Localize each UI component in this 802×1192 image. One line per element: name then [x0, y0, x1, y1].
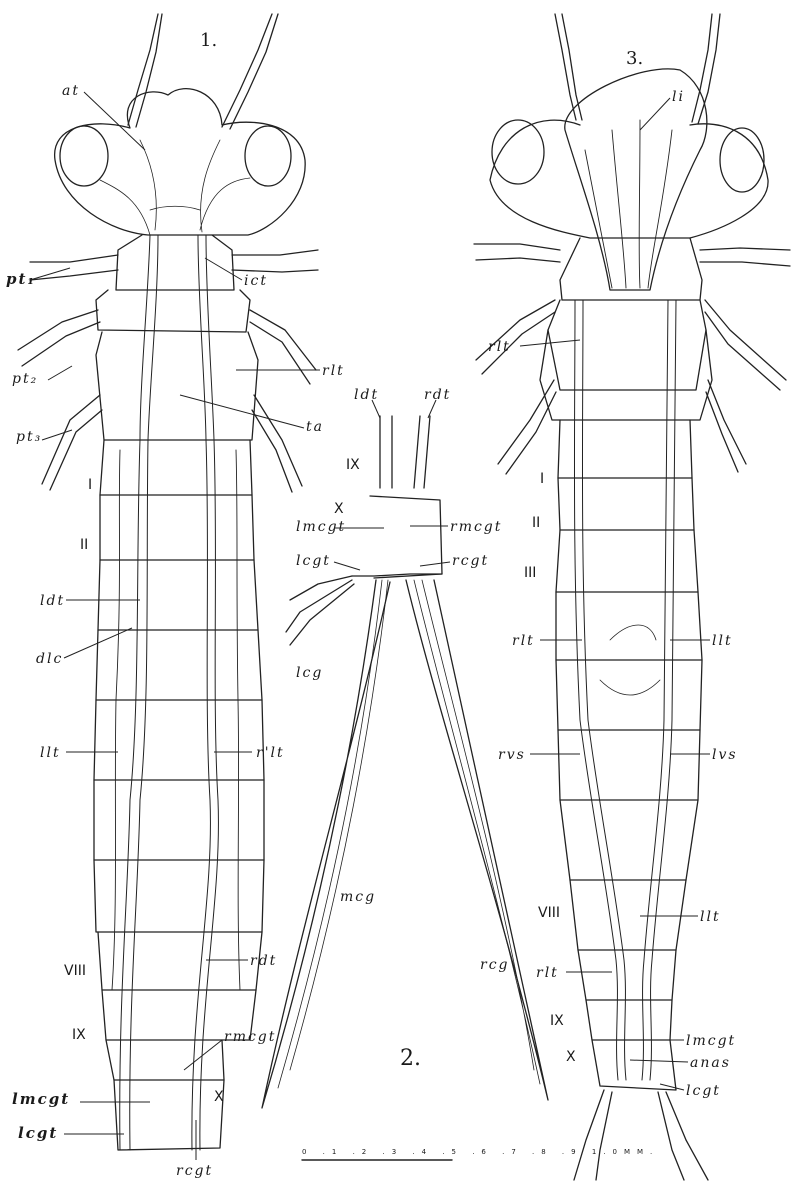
figure-number-2: 2.: [400, 1048, 421, 1070]
fig1-segment-10: X: [214, 1090, 224, 1104]
label-ldt-fig2: ldt: [354, 388, 379, 402]
fig1-segment-8: VIII: [64, 964, 86, 978]
fig2-segment-9: IX: [346, 458, 360, 472]
label-pt1: pt₁: [6, 272, 36, 287]
fig1-segment-1: I: [88, 478, 92, 492]
figure-number-1: 1.: [200, 32, 217, 50]
label-lcg: lcg: [296, 666, 323, 680]
label-lcgt-fig1: lcgt: [18, 1126, 58, 1141]
label-lcgt-fig3: lcgt: [686, 1084, 721, 1098]
label-llt-fig3-low: llt: [700, 910, 721, 924]
fig3-segment-10: X: [566, 1050, 576, 1064]
label-at: at: [62, 84, 80, 98]
label-lmcgt-fig2: lmcgt: [296, 520, 346, 534]
label-lmcgt-fig1: lmcgt: [12, 1092, 70, 1107]
label-rlt-fig3-mid: rlt: [512, 634, 535, 648]
label-lmcgt-fig3: lmcgt: [686, 1034, 736, 1048]
label-rdt-fig1: rdt: [250, 954, 277, 968]
label-llt-fig3-mid: llt: [712, 634, 733, 648]
label-mcg: mcg: [340, 890, 376, 904]
label-ta: ta: [306, 420, 324, 434]
fig1-segment-9: IX: [72, 1028, 86, 1042]
label-llt-fig1: llt: [40, 746, 61, 760]
fig1-larva: [18, 14, 318, 1150]
label-dlc: dlc: [36, 652, 63, 666]
figure-number-3: 3.: [626, 50, 643, 68]
label-rmcgt-fig2: rmcgt: [450, 520, 502, 534]
label-rmcgt-fig1: rmcgt: [224, 1030, 276, 1044]
fig1-segment-2: II: [80, 538, 88, 552]
label-anas: anas: [690, 1056, 731, 1070]
fig3-segment-2: II: [532, 516, 540, 530]
label-ldt-fig1: ldt: [40, 594, 65, 608]
label-li: li: [672, 90, 685, 104]
fig3-segment-1: I: [540, 472, 544, 486]
label-rcgt-fig1: rcgt: [176, 1164, 213, 1178]
fig3-larva: [474, 14, 790, 1180]
label-rcg: rcg: [480, 958, 510, 972]
label-pt3: pt₃: [16, 430, 42, 444]
label-lvs: lvs: [712, 748, 738, 762]
label-rcgt-fig2: rcgt: [452, 554, 489, 568]
fig3-segment-9: IX: [550, 1014, 564, 1028]
fig3-segment-8: VIII: [538, 906, 560, 920]
fig2-segment-10: X: [334, 502, 344, 516]
label-rlt-fig3-low: rlt: [536, 966, 559, 980]
fig3-segment-3: III: [524, 566, 536, 580]
label-pt2: pt₂: [12, 372, 38, 386]
label-rlt: rlt: [322, 364, 345, 378]
label-rlt-fig3-top: rlt: [488, 340, 511, 354]
label-rplt: r'lt: [256, 746, 285, 760]
label-rvs: rvs: [498, 748, 526, 762]
label-rdt-fig2: rdt: [424, 388, 451, 402]
scale-bar-ticks: 0 .1 .2 .3 .4 .5 .6 .7 .8 .9 1.0MM.: [302, 1148, 659, 1156]
label-ict: ict: [244, 274, 268, 288]
label-lcgt-fig2: lcgt: [296, 554, 331, 568]
